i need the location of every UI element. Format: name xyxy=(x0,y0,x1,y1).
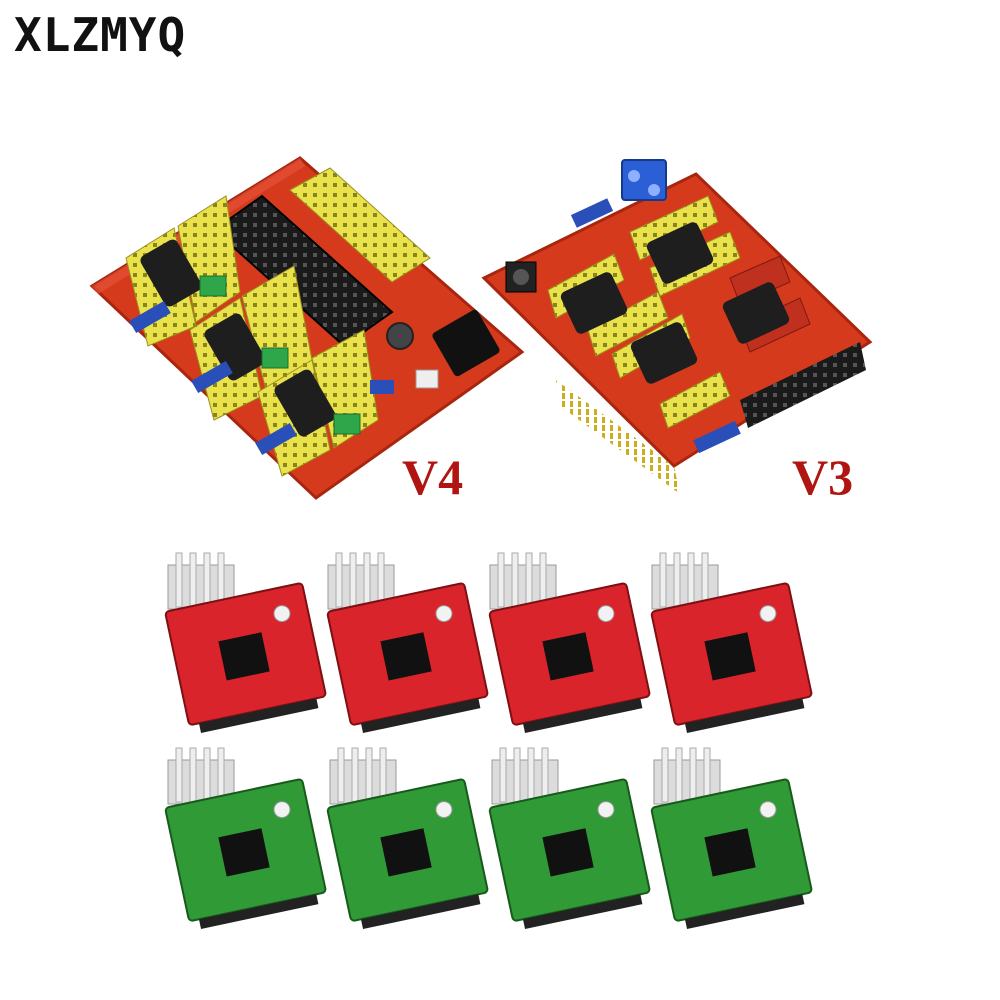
version-label-v3: V3 xyxy=(792,449,854,505)
cnc-shield-v3-board xyxy=(481,159,873,494)
cnc-shield-v4-board xyxy=(89,156,525,500)
heatsinks-row-top xyxy=(167,552,719,610)
stepper-drivers-green xyxy=(164,778,813,930)
version-label-v4: V4 xyxy=(402,449,464,505)
brand-logo-text: XLZMYQ xyxy=(14,8,187,62)
heatsinks-row-bottom xyxy=(167,747,721,805)
stepper-drivers-red xyxy=(164,582,813,734)
